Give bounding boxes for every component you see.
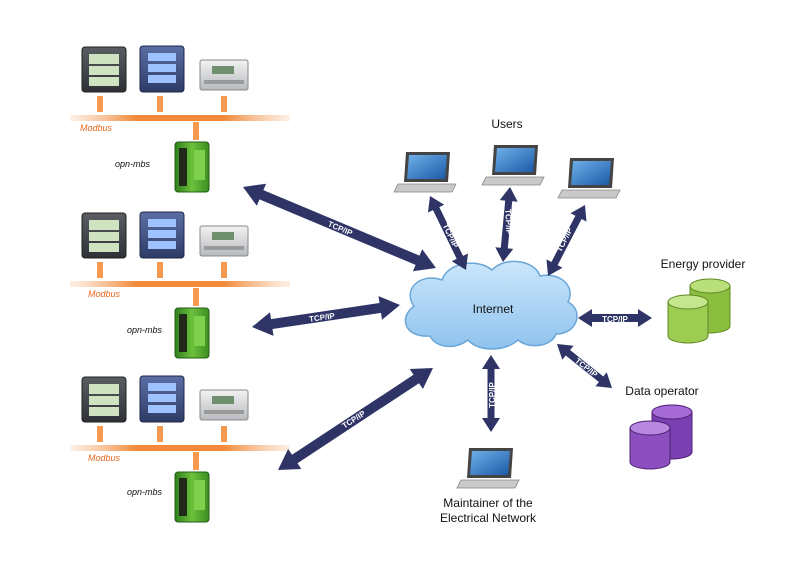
modbus-label: Modbus	[80, 123, 113, 133]
arrow-internet-energy	[578, 309, 652, 327]
tcpip-label: TCP/IP	[327, 219, 355, 238]
laptop-user-2	[481, 145, 545, 186]
data-operator-db-icon	[629, 404, 693, 470]
tcpip-label: TCP/IP	[309, 311, 336, 324]
meter-din	[199, 389, 249, 421]
laptop-user-1	[393, 152, 457, 193]
tcpip-links	[243, 183, 652, 470]
device-group-3: Modbus opn-mbs	[70, 375, 290, 523]
arrow-internet-maintainer	[482, 355, 500, 432]
tcpip-label: TCP/IP	[555, 226, 575, 254]
arrow-user1-internet	[428, 196, 468, 270]
modbus-line	[70, 115, 290, 121]
arrow-user2-internet	[495, 187, 518, 262]
tcpip-label: TCP/IP	[488, 381, 497, 407]
tcpip-label: TCP/IP	[503, 209, 513, 236]
internet-label: Internet	[473, 302, 514, 316]
arrow-gw1-internet	[243, 183, 436, 272]
energy-provider-db-icon	[667, 278, 731, 344]
gateway-link	[193, 288, 199, 306]
meter-link	[157, 426, 163, 442]
gateway-device	[174, 471, 210, 523]
meter-link	[157, 96, 163, 112]
meter-blue	[139, 375, 185, 423]
modbus-label: Modbus	[88, 289, 121, 299]
meter-dark	[81, 212, 127, 259]
device-group-1: Modbus opn-mbs	[70, 45, 290, 193]
meter-din	[199, 225, 249, 257]
laptop-maintainer	[456, 448, 520, 489]
meter-din	[199, 59, 249, 91]
tcpip-label: TCP/IP	[573, 356, 599, 379]
gateway-link	[193, 452, 199, 470]
maintainer-label-line2: Electrical Network	[440, 511, 537, 525]
meter-link	[221, 426, 227, 442]
meter-link	[97, 262, 103, 278]
data-operator-label: Data operator	[625, 384, 698, 398]
meter-link	[97, 426, 103, 442]
meter-link	[97, 96, 103, 112]
users-label: Users	[491, 117, 522, 131]
maintainer-label-line1: Maintainer of the	[443, 496, 533, 510]
modbus-line	[70, 445, 290, 451]
arrow-internet-operator	[557, 344, 612, 388]
gateway-label: opn-mbs	[127, 487, 163, 497]
laptop-user-3	[557, 158, 621, 199]
meter-dark	[81, 46, 127, 93]
arrow-gw3-internet	[278, 368, 433, 470]
arrow-user3-internet	[546, 205, 587, 276]
tcpip-label: TCP/IP	[441, 222, 461, 250]
arrow-gw2-internet	[252, 296, 400, 336]
gateway-device	[174, 307, 210, 359]
gateway-label: opn-mbs	[127, 325, 163, 335]
gateway-link	[193, 122, 199, 140]
meter-blue	[139, 45, 185, 93]
meter-link	[157, 262, 163, 278]
device-group-2: Modbus opn-mbs	[70, 211, 290, 359]
gateway-label: opn-mbs	[115, 159, 151, 169]
tcpip-label: TCP/IP	[602, 315, 628, 324]
meter-link	[221, 262, 227, 278]
meter-link	[221, 96, 227, 112]
energy-provider-label: Energy provider	[661, 257, 746, 271]
modbus-line	[70, 281, 290, 287]
meter-blue	[139, 211, 185, 259]
gateway-device	[174, 141, 210, 193]
meter-dark	[81, 376, 127, 423]
internet-cloud	[404, 260, 578, 350]
modbus-label: Modbus	[88, 453, 121, 463]
